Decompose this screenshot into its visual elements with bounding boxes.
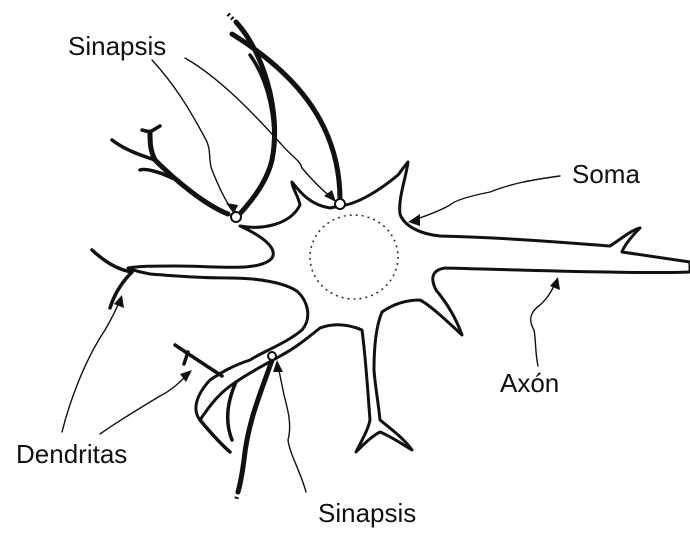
left-dendrite (92, 250, 132, 308)
pointer-dendrites-lower (100, 370, 192, 434)
pointer-dendrites-upper (62, 295, 124, 432)
upper-left-dendrite (112, 126, 228, 214)
synapse-knob-top-left (231, 212, 241, 222)
label-soma: Soma (572, 159, 640, 189)
pointer-axon (531, 277, 560, 366)
pointer-synapse-top-left (152, 60, 238, 214)
pointer-synapse-bottom (273, 360, 306, 492)
pointer-soma (408, 176, 560, 226)
label-synapse-bottom: Sinapsis (318, 498, 416, 528)
pointer-synapse-top-right (185, 58, 336, 202)
label-dendrites: Dendritas (16, 439, 127, 469)
label-synapse-top: Sinapsis (68, 31, 166, 61)
synapse-knob-top-right (335, 199, 345, 209)
incoming-axon-bottom (236, 360, 272, 500)
label-axon: Axón (500, 368, 559, 398)
incoming-axon-top (228, 14, 340, 218)
synapse-knob-bottom (268, 352, 276, 360)
